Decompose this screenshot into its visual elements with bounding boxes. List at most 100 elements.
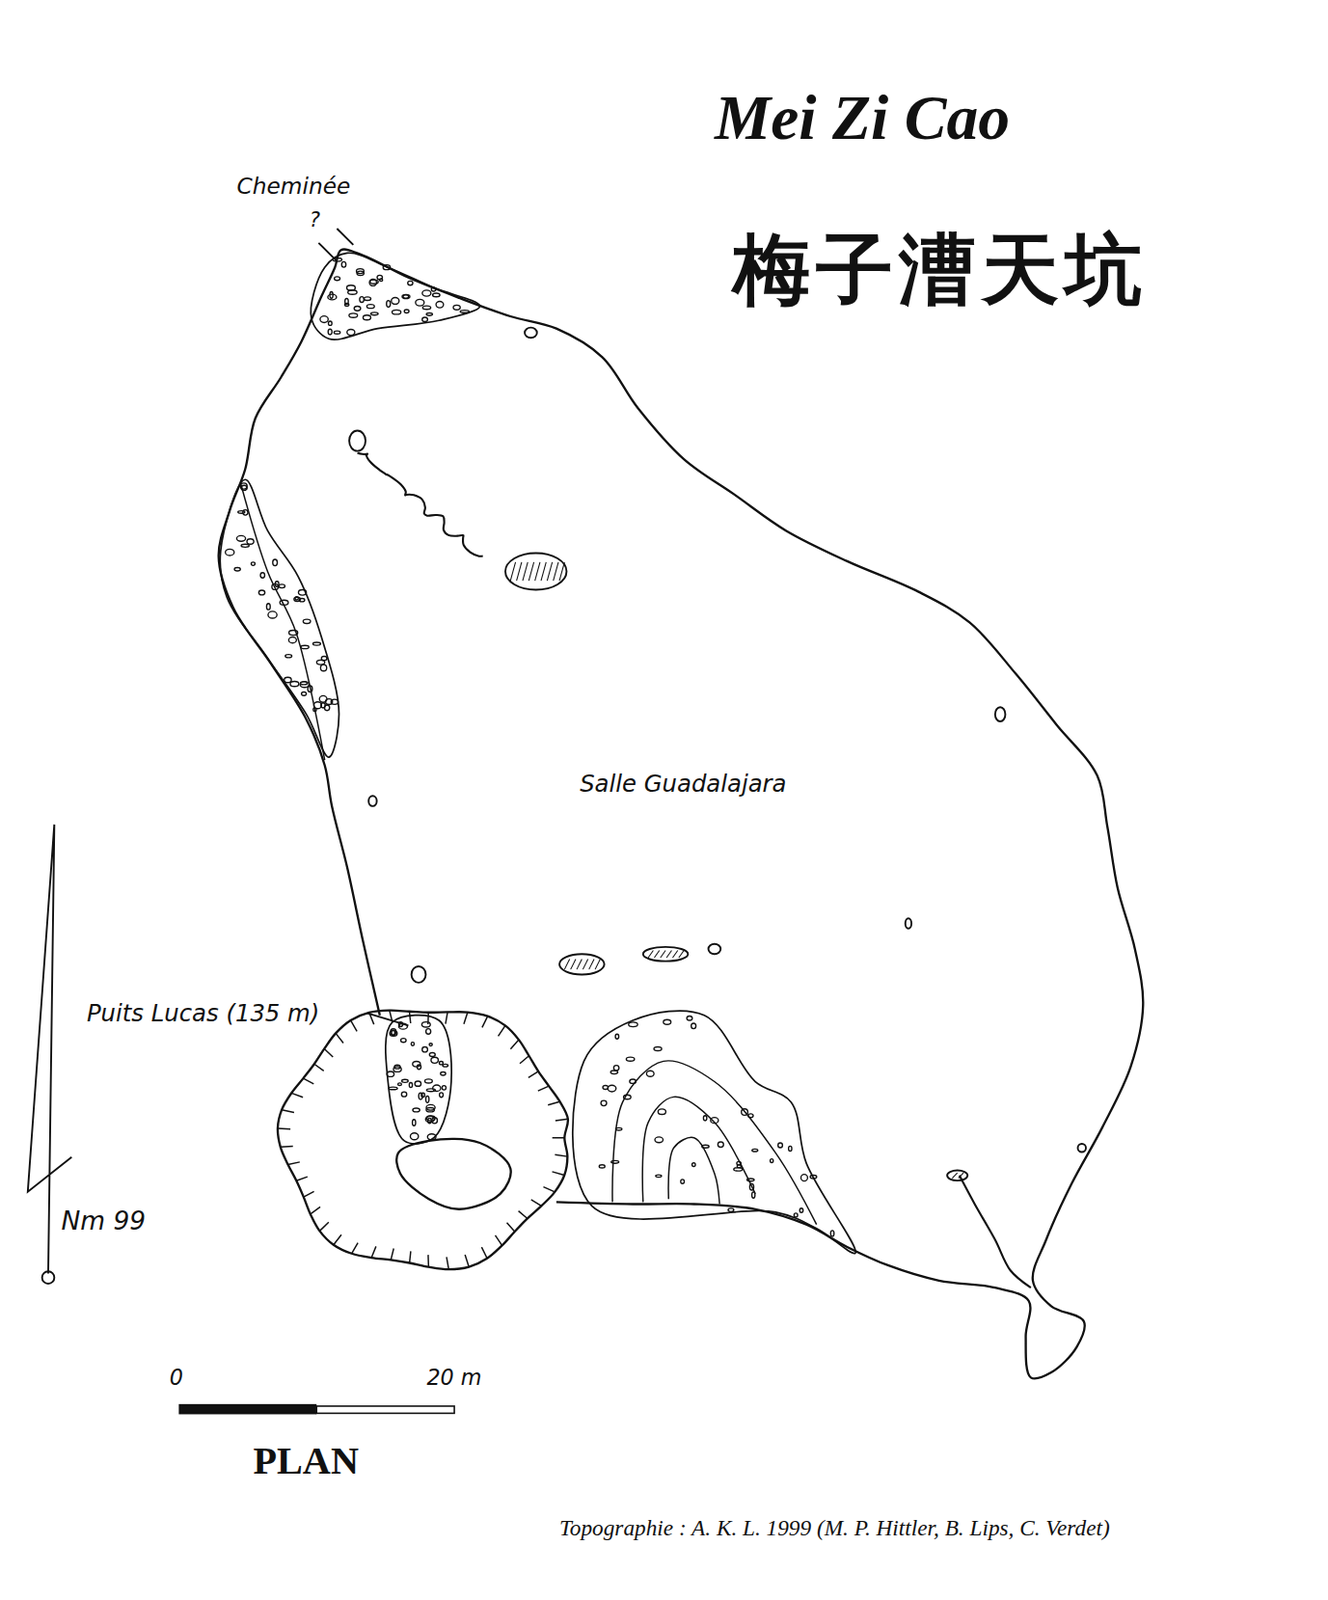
boulder <box>422 305 431 310</box>
scree-limit <box>385 1015 452 1144</box>
slope-contour <box>642 1096 756 1202</box>
boulder <box>810 1175 817 1180</box>
pool <box>349 430 366 451</box>
boulder <box>341 261 346 268</box>
boulder <box>290 681 299 687</box>
place-label: Cheminée <box>237 173 352 200</box>
boulder <box>663 1019 672 1025</box>
boulder <box>788 1145 792 1151</box>
boulder <box>348 290 357 296</box>
boulder <box>382 265 390 271</box>
boulder <box>799 1208 804 1214</box>
map-title: Mei Zi Cao <box>714 81 1010 155</box>
boulder <box>409 1133 418 1140</box>
boulder <box>778 1142 784 1148</box>
boulder <box>302 619 311 624</box>
boulder <box>442 1063 449 1067</box>
boulder <box>435 300 444 308</box>
pool <box>905 918 912 929</box>
boulder <box>349 313 358 318</box>
boulder <box>625 1056 634 1061</box>
boulder <box>422 290 432 297</box>
boulder <box>703 1115 706 1121</box>
slope-contour <box>612 1060 817 1225</box>
scale-white <box>316 1406 455 1413</box>
boulder <box>615 1033 620 1039</box>
boulder <box>402 294 410 299</box>
boulder <box>312 642 321 646</box>
pool-hatch <box>535 562 541 581</box>
boulder <box>412 1061 421 1068</box>
boulder <box>691 1023 697 1030</box>
boulder <box>424 1079 433 1084</box>
scale-number: 0 <box>169 1365 184 1391</box>
boulder <box>359 297 364 303</box>
scale-black <box>178 1404 317 1415</box>
boulder <box>421 1092 426 1097</box>
boulder <box>426 1029 432 1035</box>
boulder <box>655 1174 662 1178</box>
boulder <box>285 654 293 658</box>
boulder <box>752 1148 759 1152</box>
boulder <box>439 1092 444 1098</box>
boulder <box>602 1085 609 1090</box>
boulder <box>415 298 425 306</box>
boulder <box>431 1056 439 1063</box>
boulder <box>426 313 433 317</box>
boulder <box>258 590 265 596</box>
boulder <box>653 1047 662 1052</box>
boulder <box>362 315 371 321</box>
scree-limit <box>572 1010 856 1254</box>
boulder <box>407 280 413 285</box>
pool <box>505 552 567 590</box>
scree-limit <box>310 252 480 340</box>
pool-hatch <box>516 562 522 581</box>
pool <box>708 944 722 955</box>
boulder <box>733 1167 743 1171</box>
boulder <box>234 567 241 571</box>
pool-hatch <box>576 959 582 971</box>
boulder <box>334 276 341 281</box>
boulder <box>426 1108 434 1112</box>
pool <box>411 966 427 983</box>
pool-hatch <box>541 562 546 581</box>
boulder <box>366 304 375 309</box>
boulder <box>386 300 391 308</box>
boulder <box>611 1160 620 1164</box>
pool-hatch <box>958 1172 964 1178</box>
boulder <box>686 1016 693 1021</box>
north-arrow-base <box>42 1271 55 1284</box>
boulder <box>453 304 461 310</box>
shaft-hatch <box>277 1010 569 1270</box>
boulder <box>327 328 332 335</box>
scale-number: 20 m <box>426 1365 482 1391</box>
boulder <box>300 681 308 685</box>
boulder <box>657 1109 666 1115</box>
boulder <box>607 1084 617 1092</box>
boulder <box>414 1081 421 1086</box>
slope-contour <box>668 1137 720 1204</box>
boulder <box>404 309 409 314</box>
chinese-title: 梅子漕天坑 <box>732 224 1148 315</box>
boulder <box>328 321 333 326</box>
boulder <box>433 1084 441 1092</box>
boulder <box>246 539 254 544</box>
boulder <box>268 611 277 619</box>
boulder <box>363 297 371 301</box>
boulder <box>460 310 469 314</box>
boulder <box>646 1070 654 1077</box>
boulder <box>319 695 327 703</box>
boulder <box>433 293 441 298</box>
pool-hatch <box>553 562 559 581</box>
boulder <box>353 305 361 311</box>
boulder <box>425 1115 434 1123</box>
pool-hatch <box>672 950 678 958</box>
boulder <box>830 1230 835 1237</box>
boulder <box>421 1022 431 1028</box>
slope-contour <box>241 485 326 761</box>
boulder <box>288 637 297 644</box>
boulder <box>332 258 342 263</box>
boulder <box>412 1108 420 1112</box>
boulder <box>321 656 327 661</box>
boulder <box>401 1091 407 1097</box>
